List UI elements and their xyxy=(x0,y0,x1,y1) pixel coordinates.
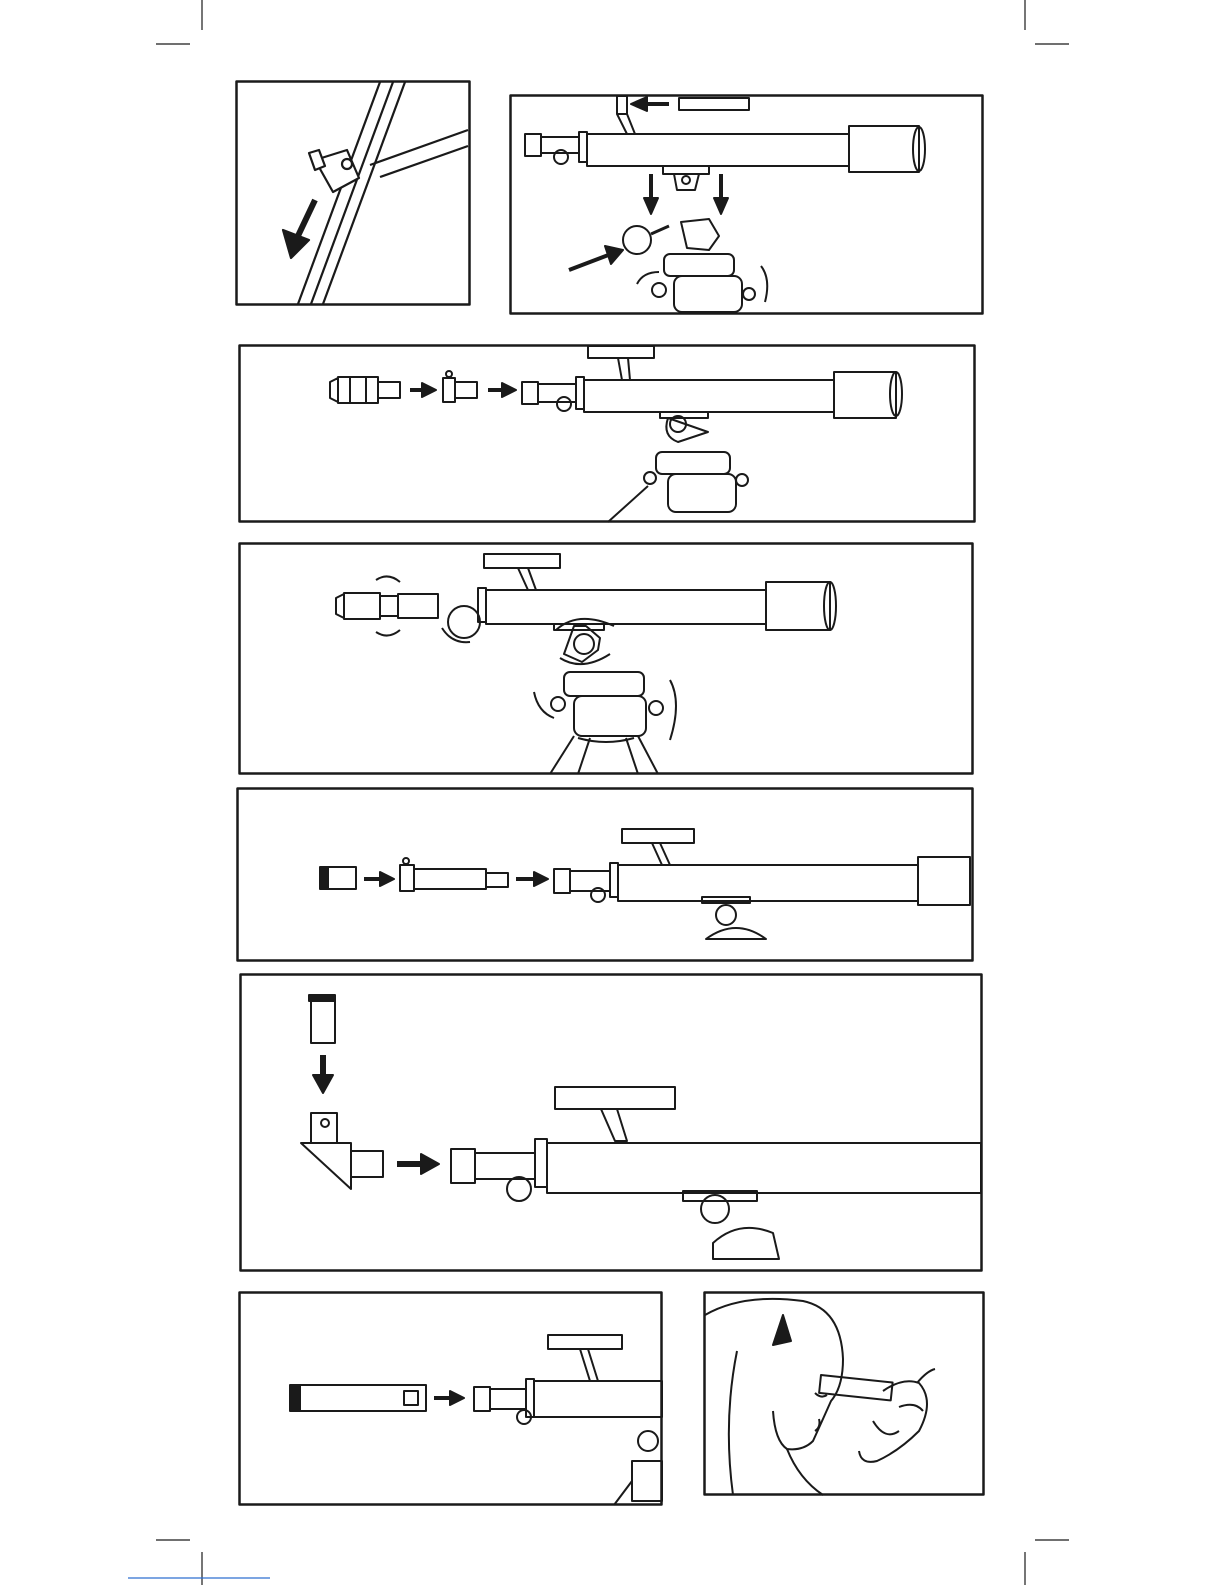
figure-star-diagonal xyxy=(239,973,984,1273)
finder-scope-icon xyxy=(548,1335,622,1381)
finder-scope-icon xyxy=(622,829,694,865)
mount-head-icon xyxy=(608,412,748,522)
barlow-lens-icon xyxy=(400,858,508,891)
figure-focus-adjust xyxy=(238,542,975,776)
star-diagonal-icon xyxy=(301,1113,383,1189)
mount-head-icon xyxy=(534,619,676,740)
figure-insert-eyepiece xyxy=(238,344,977,524)
figure-observer xyxy=(703,1291,986,1497)
arrow-right-icon-2 xyxy=(516,872,548,886)
arrow-right-icon xyxy=(410,383,436,397)
adapter-icon xyxy=(443,371,477,402)
eyepiece-icon xyxy=(819,1375,892,1400)
figure-tripod-leg-clamp xyxy=(235,80,471,306)
figure-mount-tube xyxy=(509,94,985,316)
eyepiece-icon xyxy=(320,867,356,889)
arrow-right-icon xyxy=(397,1154,439,1174)
hand-icon xyxy=(859,1369,935,1462)
mount-head-icon xyxy=(614,1431,662,1505)
eyepiece-icon xyxy=(330,377,400,403)
figure-barlow-lens xyxy=(236,787,975,963)
observer-face-icon xyxy=(705,1299,843,1495)
arrow-right-icon-2 xyxy=(488,383,516,397)
mount-head-icon xyxy=(702,897,766,939)
mount-bracket-icon xyxy=(663,166,709,190)
tripod-icon xyxy=(550,736,658,774)
eyepiece-icon xyxy=(336,593,438,619)
arrow-icon xyxy=(569,246,623,270)
arrow-down-icon xyxy=(313,1055,333,1093)
arrow-down-icon xyxy=(644,174,728,214)
knob-screw-icon xyxy=(623,226,669,254)
arrow-right-icon xyxy=(364,872,394,886)
arrow-left-icon xyxy=(631,97,669,111)
telescope-tube-icon xyxy=(554,857,970,905)
figure-extension-tube xyxy=(238,1291,664,1507)
tripod-leg-icon xyxy=(298,82,468,304)
finder-scope-icon xyxy=(588,346,654,380)
arrow-down-left-icon xyxy=(283,200,315,258)
telescope-tube-icon xyxy=(525,126,925,172)
rotate-arrow-icon xyxy=(376,576,480,642)
telescope-tube-icon xyxy=(474,1379,662,1424)
eyepiece-icon xyxy=(309,995,335,1043)
finder-scope-icon xyxy=(484,554,560,590)
mount-head-icon xyxy=(683,1191,779,1259)
arrow-right-icon xyxy=(434,1391,464,1405)
extension-tube-icon xyxy=(290,1385,426,1411)
telescope-tube-icon xyxy=(522,372,902,418)
finder-scope-icon xyxy=(555,1087,675,1141)
